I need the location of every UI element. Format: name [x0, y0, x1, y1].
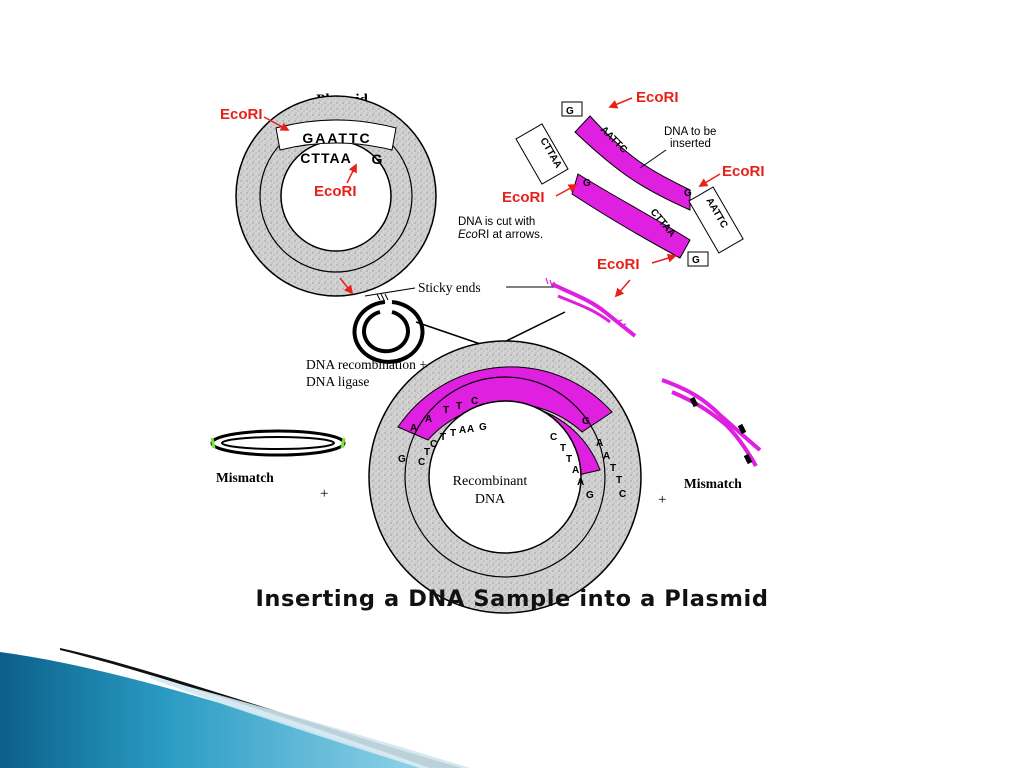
plasmid-seq-bottom: CTTAA	[300, 150, 351, 166]
plus-left: +	[320, 486, 328, 502]
dna-to-insert-pointer	[639, 149, 667, 169]
insert-left-fragment: CTTAA	[515, 123, 569, 185]
sticky-ends-section: Sticky ends DNA recombination + DNA liga…	[306, 277, 637, 389]
red-arrow-right	[614, 279, 631, 298]
svg-text:G: G	[586, 490, 594, 501]
recombination-label-2: DNA ligase	[306, 374, 369, 389]
recombinant-label-1: Recombinant	[453, 474, 528, 489]
plasmid-seq-g: G	[372, 151, 383, 167]
enzyme-label-inner: EcoRI	[314, 183, 357, 200]
mismatch-label-right: Mismatch	[684, 476, 742, 491]
plasmid-seq-top: GAATTC	[302, 130, 371, 146]
svg-text:A: A	[467, 424, 474, 435]
insert-fragment-icon	[545, 277, 637, 338]
svg-text:T: T	[456, 401, 462, 412]
recombinant-mid-ring	[404, 376, 606, 578]
svg-text:A: A	[603, 451, 610, 462]
enzyme-arrow-top	[263, 116, 290, 131]
enzyme-label-1: EcoRI	[636, 89, 679, 106]
slide-light-stripe	[150, 676, 470, 768]
svg-text:T: T	[443, 405, 449, 416]
enzyme-label-3: EcoRI	[502, 189, 545, 206]
enzyme-arrow-4	[651, 253, 677, 264]
recombinant-hole	[428, 400, 582, 554]
plus-right: +	[658, 492, 666, 508]
mismatch-insert-icon	[661, 378, 762, 467]
insert-dna-strand-top	[574, 115, 691, 211]
insert-right-fragment: AATTC	[688, 186, 744, 254]
slide-blue-bar	[0, 652, 420, 768]
dna-cut-note-1: DNA is cut with	[458, 216, 535, 228]
svg-text:T: T	[610, 463, 616, 474]
svg-text:C: C	[430, 439, 437, 450]
svg-text:T: T	[616, 475, 622, 486]
insert-g-top: G	[566, 106, 574, 117]
insert-g-bottom: G	[692, 255, 700, 266]
dna-to-insert-label-2: inserted	[670, 138, 711, 150]
red-arrow-left	[339, 277, 354, 295]
enzyme-arrow-inner	[346, 163, 357, 184]
enzyme-arrow-2	[698, 173, 721, 187]
recombinant-label-2: DNA	[475, 492, 506, 507]
mismatch-plasmid-icon	[210, 429, 346, 457]
cut-plasmid-icon	[352, 293, 425, 364]
plasmid-section: Plasmid GAATTC CTTAA G EcoRI EcoRI	[220, 92, 437, 297]
svg-text:T: T	[450, 428, 456, 439]
svg-text:T: T	[560, 443, 566, 454]
svg-text:A: A	[577, 477, 584, 488]
insert-g-right: G	[684, 188, 692, 199]
mismatch-left-section: Mismatch +	[210, 429, 346, 502]
sticky-ends-label: Sticky ends	[418, 280, 481, 295]
insert-dna-strand-bottom	[571, 173, 691, 259]
enzyme-label-2: EcoRI	[722, 163, 765, 180]
recombination-label-1: DNA recombination +	[306, 357, 427, 372]
dna-cut-note-rest: RI at arrows.	[478, 229, 543, 241]
enzyme-arrow-3	[555, 184, 578, 197]
svg-text:A: A	[572, 465, 579, 476]
enzyme-arrow-1	[608, 97, 633, 109]
insert-dna-section: G AATTC CTTAA G G CTTAA AATTC G DNA to b…	[458, 89, 765, 273]
svg-text:T: T	[440, 432, 446, 443]
enzyme-label-top: EcoRI	[220, 106, 263, 123]
insert-g-mid: G	[583, 178, 591, 189]
svg-text:G: G	[398, 454, 406, 465]
svg-text:T: T	[424, 447, 430, 458]
dna-cut-note-2: EcoRI at arrows.	[458, 229, 543, 241]
svg-text:A: A	[425, 414, 432, 425]
sticky-pointer-left	[364, 287, 416, 297]
diagram-caption: Inserting a DNA Sample into a Plasmid	[255, 586, 769, 612]
svg-text:A: A	[596, 438, 603, 449]
insert-g-box-top	[561, 101, 583, 117]
mismatch-right-section: Mismatch +	[658, 378, 762, 508]
plasmid-cut-site: GAATTC CTTAA G	[275, 119, 397, 167]
svg-text:C: C	[550, 432, 557, 443]
insert-g-box-bottom	[687, 251, 709, 267]
enzyme-label-4: EcoRI	[597, 256, 640, 273]
dna-to-insert-label-1: DNA to be	[664, 126, 716, 138]
dna-cut-note-eco: Eco	[458, 229, 478, 241]
slide-decoration	[0, 648, 470, 768]
svg-text:G: G	[582, 416, 590, 427]
svg-text:A: A	[459, 425, 466, 436]
svg-text:G: G	[479, 422, 487, 433]
svg-text:A: A	[410, 423, 417, 434]
svg-text:T: T	[566, 454, 572, 465]
svg-text:C: C	[471, 396, 478, 407]
svg-text:C: C	[418, 457, 425, 468]
mismatch-label-left: Mismatch	[216, 470, 274, 485]
svg-text:C: C	[619, 489, 626, 500]
